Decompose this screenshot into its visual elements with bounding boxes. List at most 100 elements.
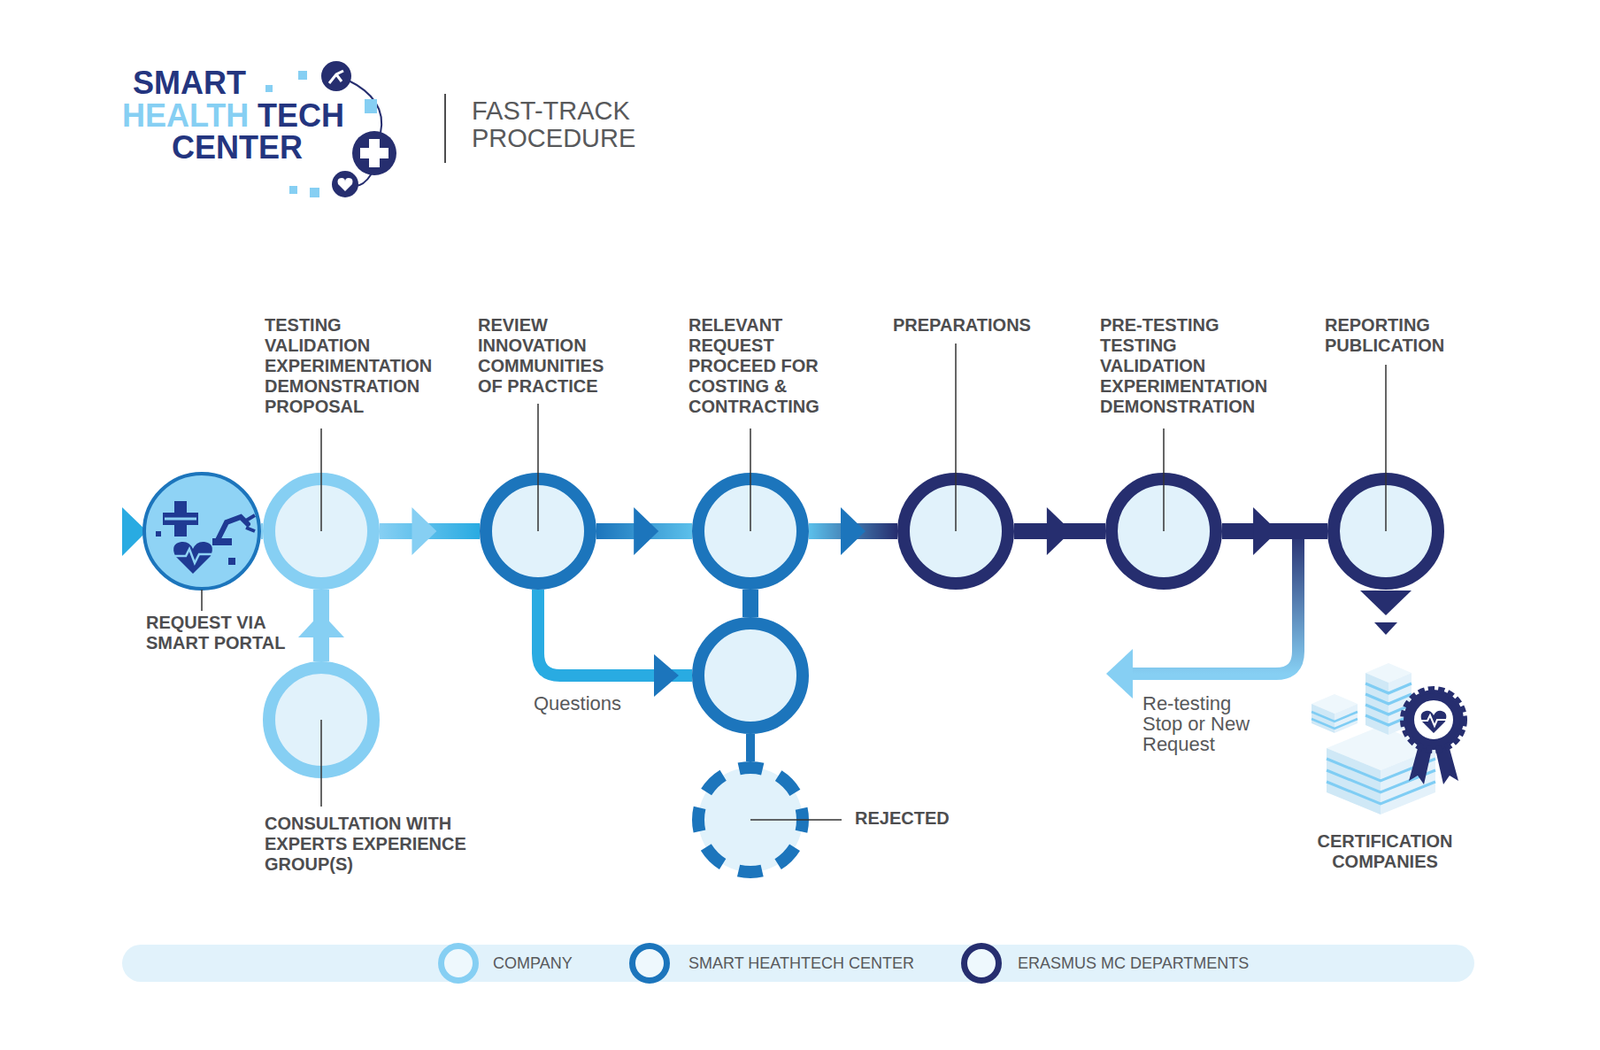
arrow-head (1253, 507, 1278, 555)
node-label: PREPARATIONS (892, 315, 1070, 336)
circle-shape (269, 667, 374, 772)
step-circle: TESTING VALIDATION EXPERIMENTATION DEMON… (262, 472, 380, 590)
logo-square (289, 185, 298, 194)
flow-connector (596, 507, 693, 555)
logo-heart (338, 177, 354, 192)
badge-heart (1421, 710, 1447, 733)
swatch-circle (441, 946, 477, 981)
logo-icon (321, 61, 352, 92)
building-top (1311, 693, 1358, 714)
building-side (1365, 672, 1389, 735)
arrow-head (1374, 622, 1398, 635)
badge-pulse (1419, 715, 1448, 726)
circle-shape (698, 767, 803, 872)
building-stripes (1311, 711, 1358, 729)
flow-connector (261, 530, 263, 532)
building-side (1380, 747, 1436, 815)
node-label: CONSULTATION WITH EXPERTS EXPERIENCE GRO… (264, 813, 473, 875)
step-circle: REVIEW INNOVATION COMMUNITIES OF PRACTIC… (479, 472, 597, 590)
connector-line (742, 589, 759, 617)
logo-word: TECH (257, 98, 391, 134)
logo-square (309, 187, 320, 198)
arrow-head (653, 653, 679, 697)
step-circle: PREPARATIONS (897, 472, 1015, 590)
node-label: TESTING VALIDATION EXPERIMENTATION DEMON… (264, 315, 442, 417)
rejected-circle: REJECTED (692, 761, 809, 878)
loop-label: Re-testing Stop or New Request (1142, 692, 1267, 754)
certification-node: CERTIFICATION COMPANIES (1300, 641, 1478, 877)
flow-connector (750, 589, 752, 617)
connector-line (746, 733, 755, 762)
logo-icon (352, 130, 397, 176)
badge-center (1413, 699, 1454, 740)
connector-line (261, 523, 263, 539)
legend-swatch (629, 942, 670, 984)
circle-shape (698, 478, 803, 584)
circle-outline (897, 472, 1015, 590)
circle-shape (144, 473, 260, 589)
step-circle: PRE-TESTING TESTING VALIDATION EXPERIMEN… (1105, 472, 1223, 590)
title-separator (444, 93, 447, 163)
flow-connector (1222, 507, 1328, 555)
circle-shape (269, 478, 374, 584)
node-label: Questions (533, 692, 649, 714)
circle-outline (692, 616, 809, 734)
swatch-ring (961, 942, 1002, 984)
circle-outline (262, 661, 380, 778)
step-circle: CONSULTATION WITH EXPERTS EXPERIENCE GRO… (262, 661, 380, 778)
flow-connector (379, 507, 480, 555)
logo-icon (331, 170, 359, 198)
node-label: REJECTED (854, 807, 988, 829)
building-side (1388, 672, 1412, 735)
building-top (1326, 725, 1436, 770)
circle-shape (485, 478, 591, 584)
flow-connector (808, 507, 898, 555)
logo-arc (346, 79, 382, 133)
badge-ribbon (1408, 741, 1432, 785)
circle-outline (1105, 472, 1223, 590)
arrow-head (840, 507, 866, 555)
circle-outline (692, 761, 809, 878)
node-label: REVIEW INNOVATION COMMUNITIES OF PRACTIC… (477, 315, 620, 397)
legend-text: COMPANY (492, 953, 573, 973)
portal-circle: REQUEST VIA SMART PORTAL (142, 471, 262, 591)
step-circle: REPORTING PUBLICATION (1327, 472, 1445, 590)
building-side (1326, 747, 1381, 815)
arrow-head (1360, 590, 1412, 616)
logo-cross (360, 147, 389, 159)
node-label: PRE-TESTING TESTING VALIDATION EXPERIMEN… (1100, 315, 1277, 417)
legend-swatch (961, 942, 1002, 984)
circle-outline (1327, 472, 1445, 590)
badge-ribbon (1435, 741, 1459, 785)
building-top (1365, 662, 1412, 683)
flow-connector (1360, 589, 1412, 642)
flow-connector (750, 733, 752, 762)
swatch-circle (632, 946, 668, 981)
legend-text: ERASMUS MC DEPARTMENTS (1017, 953, 1249, 973)
logo-square (298, 70, 308, 80)
legend-text: SMART HEATHTECH CENTER (688, 953, 915, 973)
flow-connector (1014, 507, 1106, 555)
logo-icon-arm (329, 70, 344, 84)
logo-word: CENTER (171, 130, 349, 166)
swatch-ring (438, 942, 479, 984)
node-label: CERTIFICATION COMPANIES (1305, 830, 1465, 872)
logo-cross (369, 138, 380, 168)
logo-square (364, 99, 377, 114)
circle-shape (1333, 478, 1439, 584)
logo-square (265, 84, 273, 93)
node-label: REPORTING PUBLICATION (1324, 315, 1467, 356)
arrow-head (298, 612, 345, 638)
arrow-head (1046, 507, 1072, 555)
legend-band (122, 944, 1475, 982)
retest-arrowhead (1106, 648, 1133, 699)
circle-shape (698, 623, 803, 728)
arrow-head (633, 507, 659, 555)
swatch-circle (964, 946, 1000, 981)
building-side (1334, 703, 1358, 733)
circle-shape (903, 478, 1008, 584)
circle-shape (1111, 478, 1216, 584)
flow-connector (538, 589, 693, 697)
certification-illustration (1311, 662, 1464, 815)
